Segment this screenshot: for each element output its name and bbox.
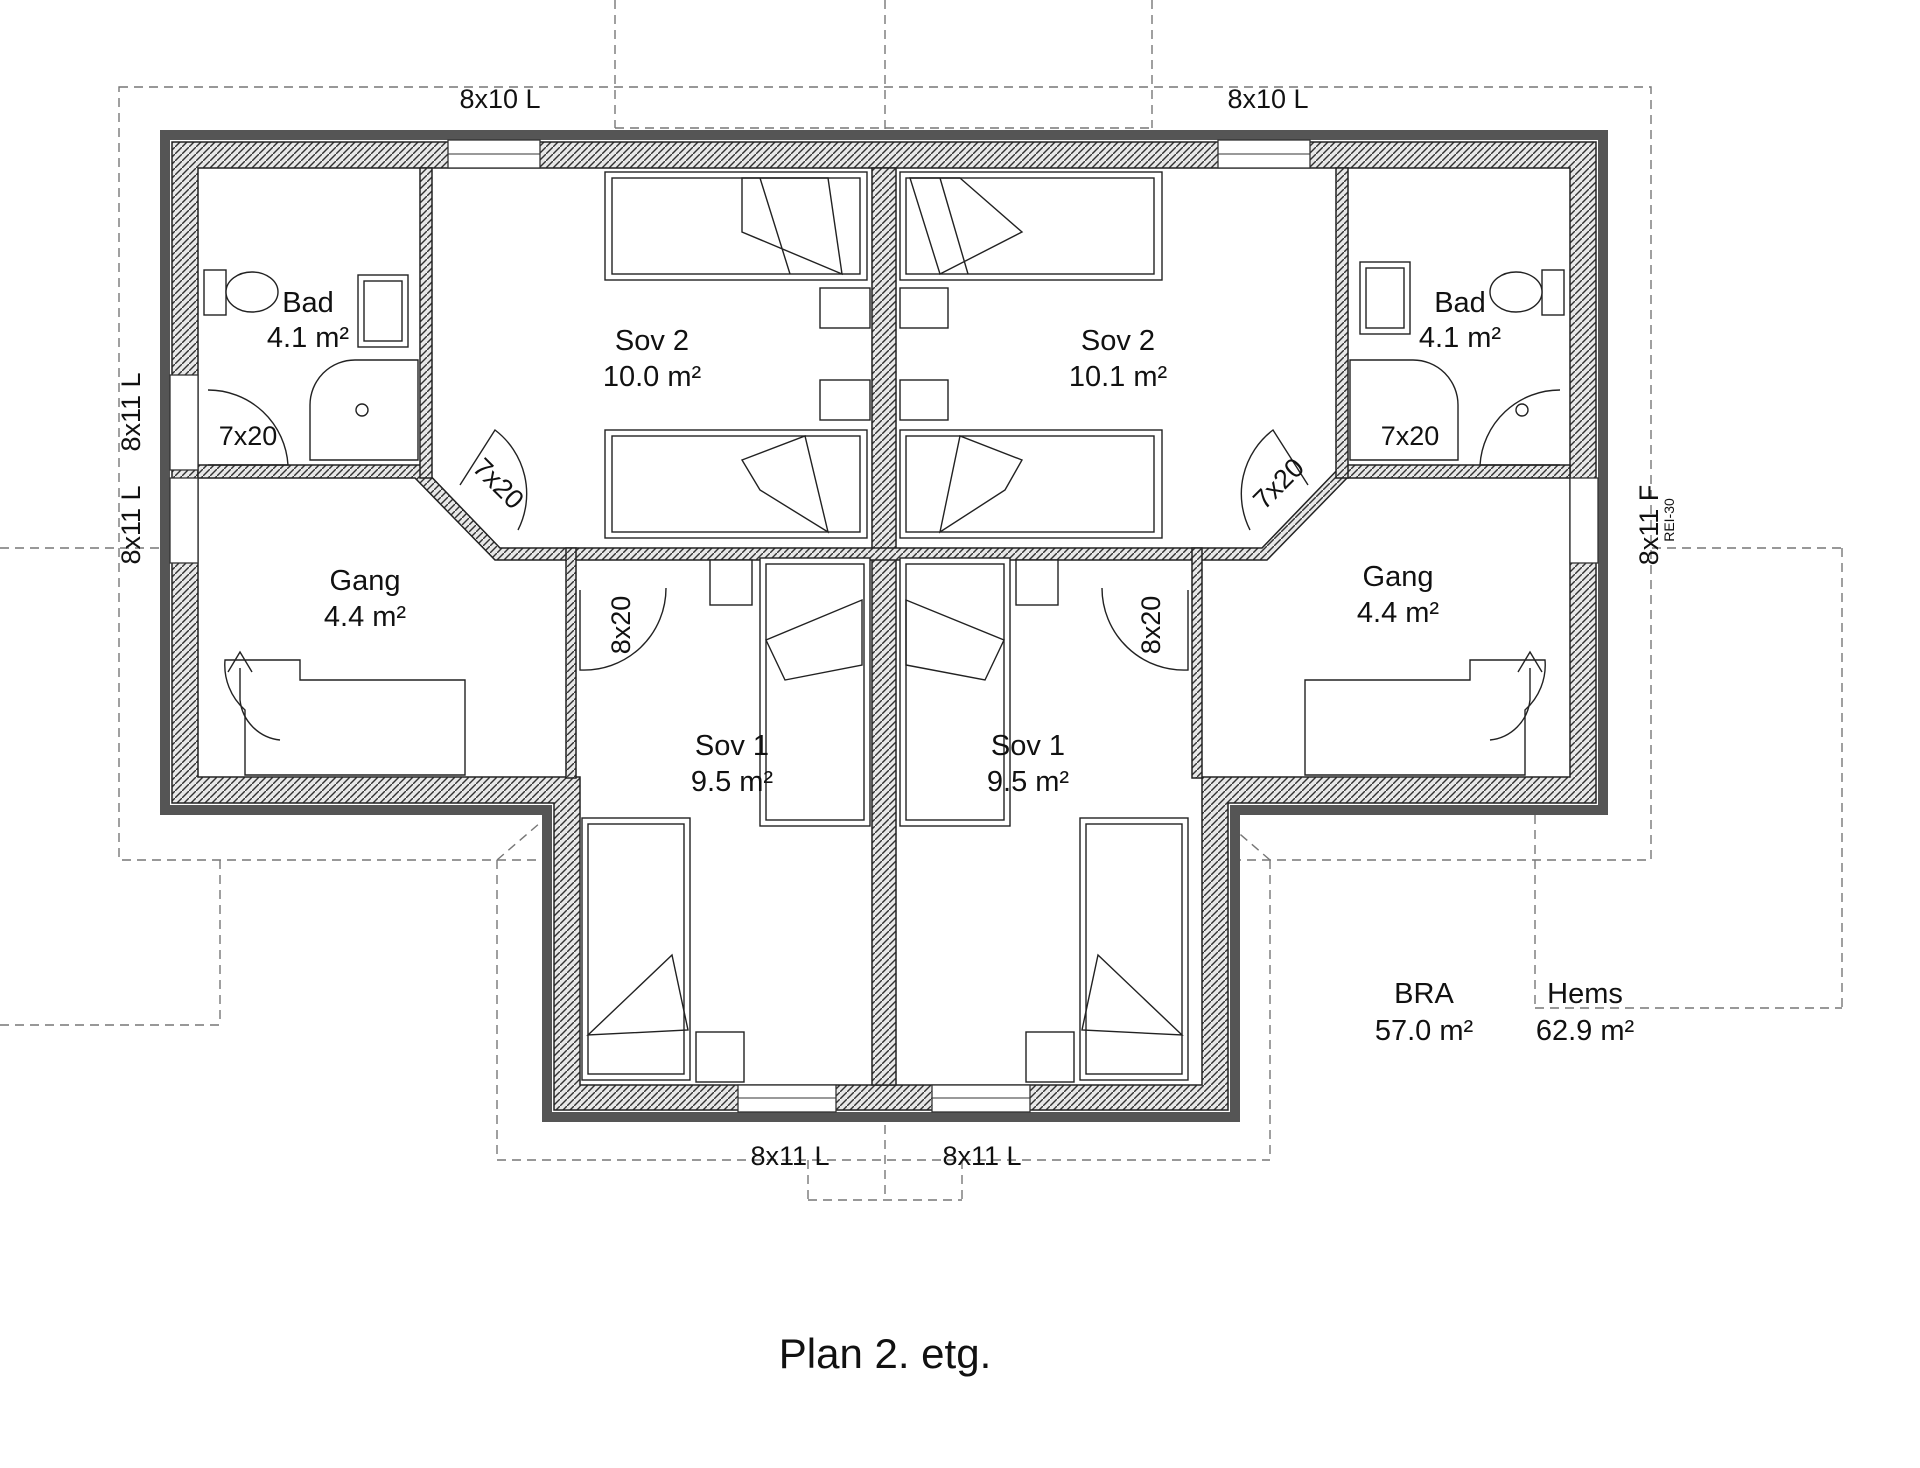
room-area-gang-right: 4.4 m² (1357, 597, 1440, 629)
room-area-gang-left: 4.4 m² (324, 601, 407, 633)
interior-walls (197, 167, 1571, 1086)
drawing-title: Plan 2. etg. (779, 1330, 991, 1377)
room-area-bad-left: 4.1 m² (267, 322, 350, 354)
room-area-bad-right: 4.1 m² (1419, 322, 1502, 354)
window-label-top-right: 8x10 L (1227, 84, 1308, 114)
bra-label: BRA (1394, 978, 1454, 1010)
window-label-bottom-left: 8x11 L (750, 1141, 829, 1171)
room-area-sov2-left: 10.0 m² (603, 361, 702, 393)
bathroom-fixtures (203, 261, 1565, 461)
room-area-sov2-right: 10.1 m² (1069, 361, 1168, 393)
room-label-sov1-right: Sov 1 (991, 730, 1065, 762)
room-label-gang-right: Gang (1363, 561, 1434, 593)
room-label-sov2-right: Sov 2 (1081, 325, 1155, 357)
room-label-bad-right: Bad (1434, 287, 1486, 319)
window-label-left-lower: 8x11 L (116, 485, 146, 564)
bra-value: 57.0 m² (1375, 1015, 1474, 1047)
room-label-sov1-left: Sov 1 (695, 730, 769, 762)
door-label-bad-right: 7x20 (1381, 421, 1440, 451)
room-label-bad-left: Bad (282, 287, 334, 319)
door-label-sov1-left: 8x20 (606, 596, 636, 655)
room-label-gang-left: Gang (330, 565, 401, 597)
window-label-top-left: 8x10 L (459, 84, 540, 114)
window-label-left-upper: 8x11 L (116, 372, 146, 451)
window-label-right: 8x11 F (1634, 485, 1664, 566)
window-label-bottom-right: 8x11 L (942, 1141, 1021, 1171)
door-swings (207, 389, 1561, 671)
room-area-sov1-right: 9.5 m² (987, 766, 1070, 798)
door-label-sov1-right: 8x20 (1136, 596, 1166, 655)
furniture-beds (581, 171, 1189, 1083)
room-label-sov2-left: Sov 2 (615, 325, 689, 357)
room-area-sov1-left: 9.5 m² (691, 766, 774, 798)
door-label-bad-left: 7x20 (219, 421, 278, 451)
window-rating-right: REI-30 (1661, 498, 1677, 542)
windows (169, 139, 1599, 1113)
stairs (224, 650, 1546, 776)
hems-label: Hems (1547, 978, 1623, 1010)
hems-value: 62.9 m² (1536, 1015, 1635, 1047)
